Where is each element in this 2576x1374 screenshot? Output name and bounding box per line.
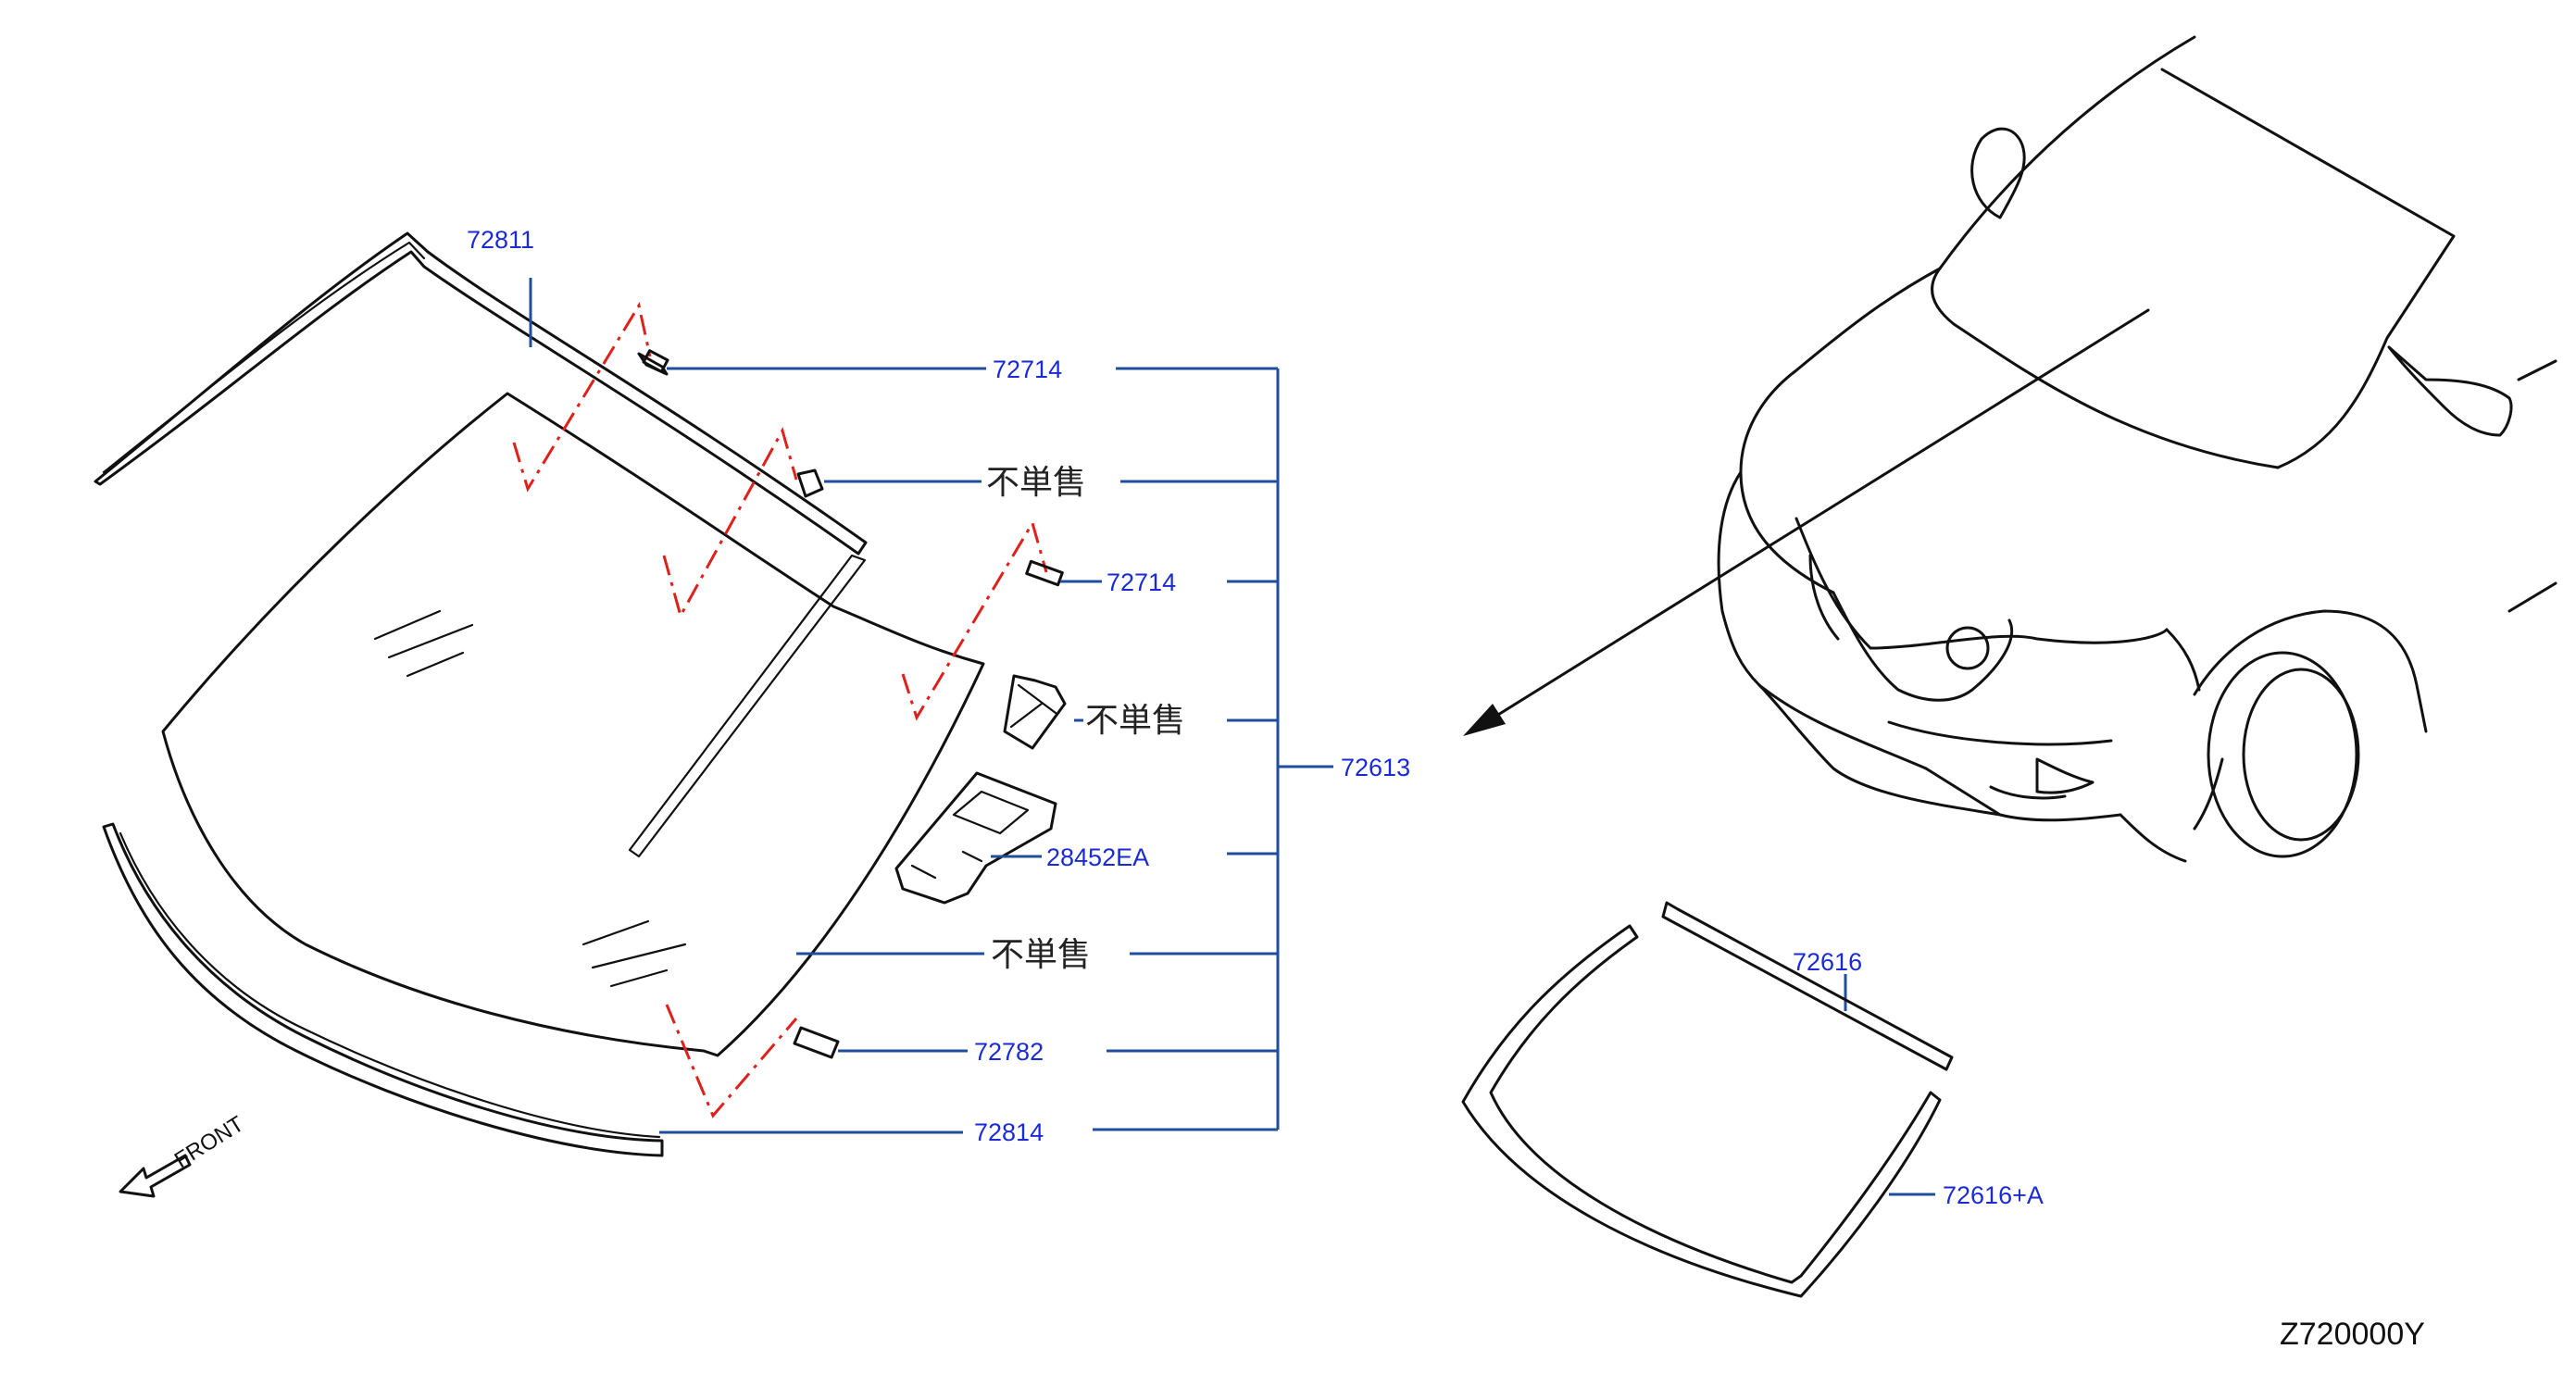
windshield-glass — [161, 392, 985, 1057]
upper-moulding — [94, 231, 868, 556]
label-not-sold-1: 不単售 — [986, 464, 1086, 502]
label-72613: 72613 — [1341, 754, 1410, 781]
diagram-code: Z720000Y — [2280, 1317, 2425, 1352]
label-72714-upper: 72714 — [993, 356, 1062, 383]
label-28452ea: 28452EA — [1046, 843, 1149, 871]
label-72616: 72616 — [1793, 948, 1862, 976]
label-72811: 72811 — [467, 226, 534, 254]
label-72616-a: 72616+A — [1943, 1181, 2044, 1209]
leader-lines — [529, 278, 1935, 1196]
lower-moulding — [102, 822, 664, 1157]
moulding-kit — [1461, 901, 1954, 1298]
vehicle-outline — [1717, 35, 2557, 863]
label-72714-lower: 72714 — [1107, 568, 1176, 596]
red-dash-lines — [512, 302, 1048, 1118]
label-72814: 72814 — [974, 1118, 1044, 1146]
direction-arrow-icon — [1463, 308, 2150, 736]
label-not-sold-2: 不単售 — [1085, 702, 1185, 740]
front-label: FRONT — [170, 1111, 249, 1173]
label-72782: 72782 — [974, 1038, 1044, 1066]
label-not-sold-3: 不単售 — [991, 936, 1091, 974]
front-arrow-icon — [119, 1154, 192, 1198]
small-parts — [637, 349, 1067, 1059]
